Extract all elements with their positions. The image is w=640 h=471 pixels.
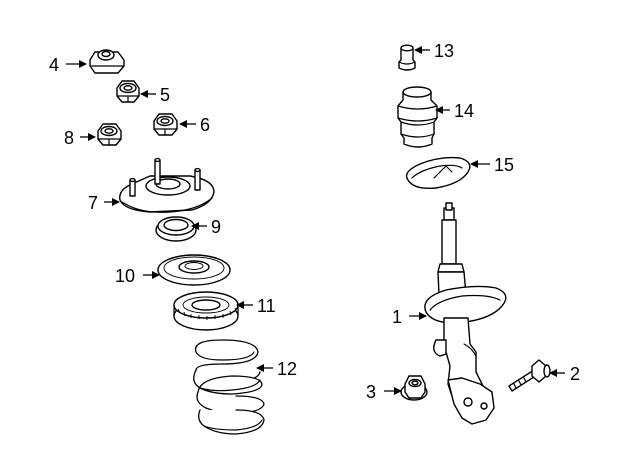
part-14-dust-boot-shape — [397, 86, 438, 148]
part-2-bolt-shape — [508, 359, 551, 392]
callout-1: 1 — [392, 307, 402, 327]
part-1-strut-shape — [424, 202, 507, 425]
part-9-bearing-shape — [155, 216, 197, 242]
callout-12: 12 — [277, 359, 297, 379]
callout-13: 13 — [434, 41, 454, 61]
callout-14: 14 — [454, 101, 474, 121]
part-3-nut-shape — [400, 375, 428, 401]
callout-leaders — [66, 46, 565, 395]
part-8-nut-shape — [97, 123, 122, 146]
callout-labels: 1 2 3 4 5 6 7 8 9 10 11 12 13 14 15 — [49, 41, 580, 402]
callout-4: 4 — [49, 55, 59, 75]
part-6-nut-shape — [153, 113, 178, 136]
callout-8: 8 — [64, 128, 74, 148]
callout-10: 10 — [115, 266, 135, 286]
part-15-upper-seat-shape — [405, 156, 471, 190]
part-13-bump-stop-shape — [398, 44, 416, 71]
callout-5: 5 — [160, 85, 170, 105]
part-7-strut-mount-shape — [119, 157, 215, 213]
part-12-coil-spring-shape — [193, 339, 265, 435]
part-5-nut-shape — [116, 80, 140, 103]
callout-9: 9 — [211, 217, 221, 237]
part-10-seat-shape — [157, 254, 231, 286]
part-4-nut-shape — [89, 49, 125, 74]
callout-11: 11 — [257, 296, 276, 316]
callout-7: 7 — [88, 193, 98, 213]
callout-2: 2 — [570, 364, 580, 384]
callout-15: 15 — [494, 155, 514, 175]
callout-6: 6 — [200, 115, 210, 135]
part-11-insulator-shape — [173, 291, 239, 331]
callout-3: 3 — [366, 382, 376, 402]
